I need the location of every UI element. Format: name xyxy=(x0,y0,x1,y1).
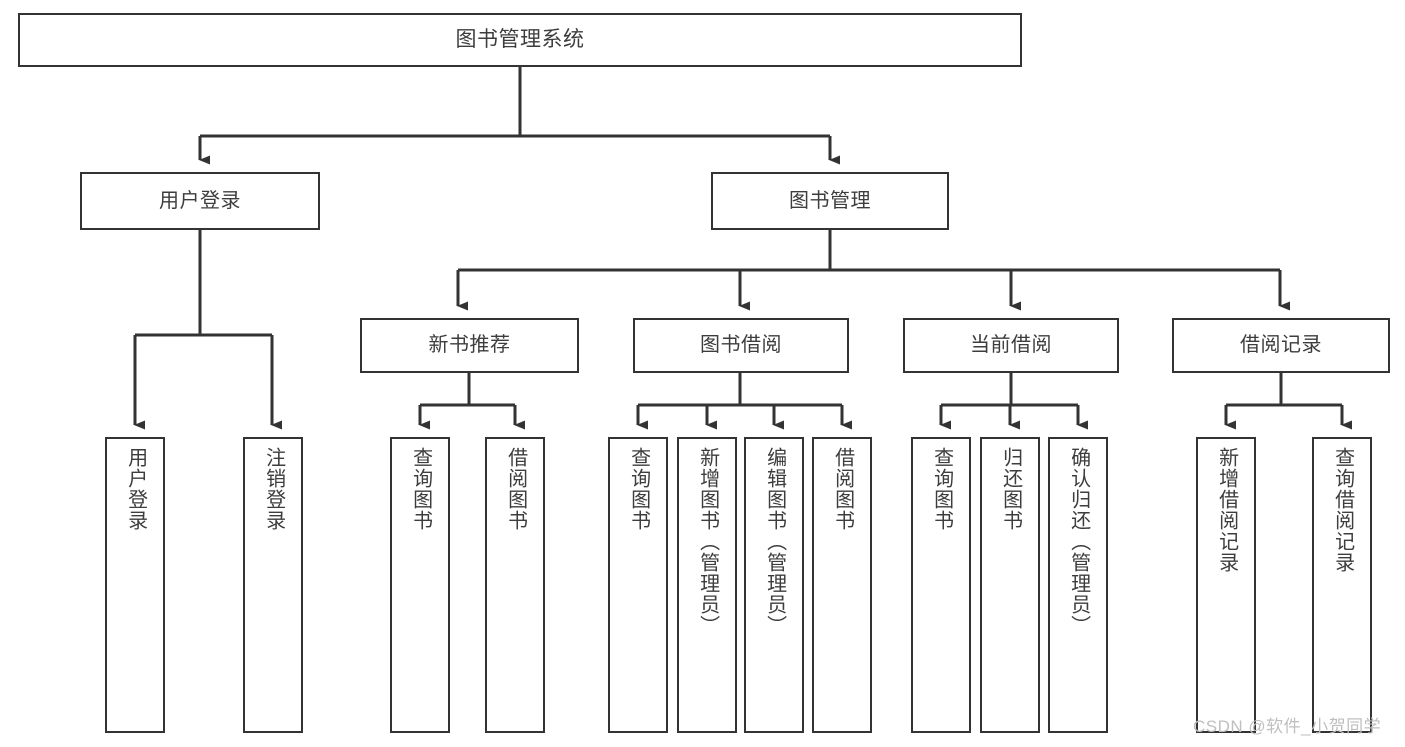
node-label: 新书推荐 xyxy=(428,334,511,357)
node-leaf-user-logout[interactable]: 注销登录 xyxy=(243,437,303,733)
node-leaf-edit-book-admin[interactable]: 编辑图书（管理员） xyxy=(744,437,804,733)
node-leaf-query-book-current[interactable]: 查询图书 xyxy=(911,437,971,733)
node-label: 借阅记录 xyxy=(1240,334,1322,357)
node-user-login[interactable]: 用户登录 xyxy=(80,172,320,230)
node-label: 用户登录 xyxy=(124,447,147,531)
node-label: 确认归还（管理员） xyxy=(1067,447,1090,636)
node-label: 查询图书 xyxy=(409,447,432,531)
node-new-book-recommendation[interactable]: 新书推荐 xyxy=(360,318,579,373)
node-label: 注销登录 xyxy=(262,447,285,531)
node-label: 图书借阅 xyxy=(700,334,782,357)
node-label: 新增借阅记录 xyxy=(1215,447,1238,573)
node-label: 查询图书 xyxy=(627,447,650,531)
node-label: 编辑图书（管理员） xyxy=(763,447,786,636)
node-leaf-query-book-borrowing[interactable]: 查询图书 xyxy=(608,437,668,733)
csdn-watermark: CSDN @软件_小贺同学 xyxy=(1193,717,1382,736)
node-label: 查询借阅记录 xyxy=(1331,447,1354,573)
node-label: 查询图书 xyxy=(930,447,953,531)
node-leaf-borrow-book-recommendation[interactable]: 借阅图书 xyxy=(485,437,545,733)
node-label: 图书管理 xyxy=(789,189,871,212)
node-root-book-management-system[interactable]: 图书管理系统 xyxy=(18,13,1022,67)
node-label: 用户登录 xyxy=(159,189,241,212)
node-label: 新增图书（管理员） xyxy=(696,447,719,636)
node-leaf-add-borrowing-record[interactable]: 新增借阅记录 xyxy=(1196,437,1256,733)
node-leaf-add-book-admin[interactable]: 新增图书（管理员） xyxy=(677,437,737,733)
node-label: 借阅图书 xyxy=(831,447,854,531)
node-leaf-query-book-recommendation[interactable]: 查询图书 xyxy=(390,437,450,733)
node-label: 借阅图书 xyxy=(504,447,527,531)
node-label: 归还图书 xyxy=(999,447,1022,531)
node-book-borrowing[interactable]: 图书借阅 xyxy=(633,318,849,373)
node-label: 当前借阅 xyxy=(970,334,1052,357)
node-current-borrowing[interactable]: 当前借阅 xyxy=(903,318,1119,373)
node-leaf-user-login[interactable]: 用户登录 xyxy=(105,437,165,733)
node-leaf-query-borrowing-record[interactable]: 查询借阅记录 xyxy=(1312,437,1372,733)
node-leaf-confirm-return-admin[interactable]: 确认归还（管理员） xyxy=(1048,437,1108,733)
node-leaf-return-book[interactable]: 归还图书 xyxy=(980,437,1040,733)
node-label: 图书管理系统 xyxy=(455,28,585,52)
node-borrowing-records[interactable]: 借阅记录 xyxy=(1172,318,1390,373)
node-leaf-borrow-book[interactable]: 借阅图书 xyxy=(812,437,872,733)
node-book-management[interactable]: 图书管理 xyxy=(711,172,949,230)
